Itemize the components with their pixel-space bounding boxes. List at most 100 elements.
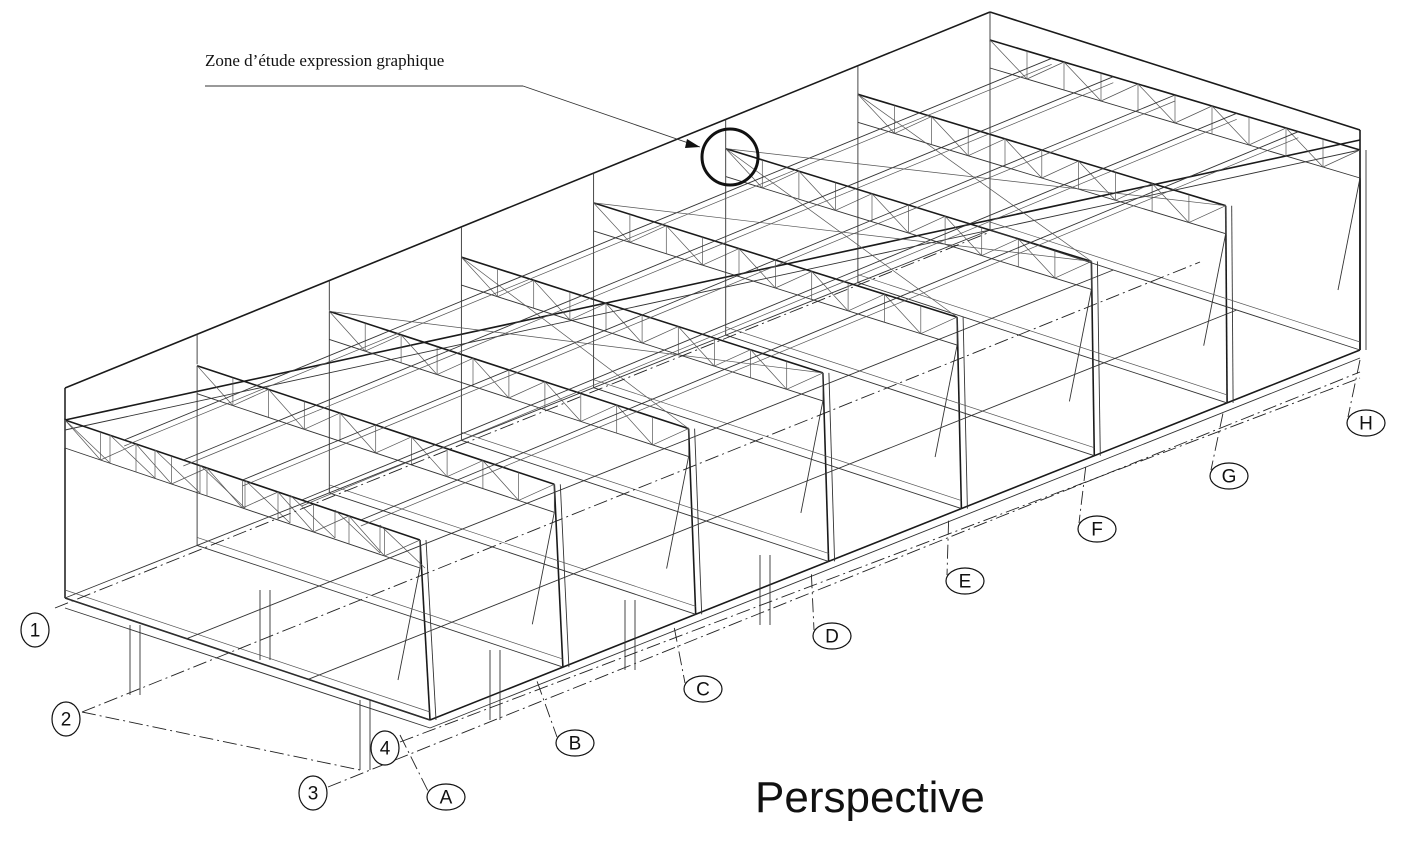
truss-diagonal — [518, 483, 555, 501]
study-zone-circle — [700, 127, 760, 187]
truss-diagonal — [593, 202, 631, 243]
roof-bracing — [725, 148, 958, 318]
grid-axis-3 — [327, 371, 1361, 788]
purlin — [969, 168, 1104, 225]
grid-label-E: E — [945, 567, 985, 595]
purlin-lower — [654, 173, 787, 229]
floor-cross-beam-edge — [725, 326, 1095, 449]
purlin-lower — [256, 336, 390, 392]
truss-diagonal — [968, 138, 1006, 157]
truss-diagonal — [1211, 105, 1250, 146]
truss-diagonal — [738, 248, 776, 289]
grid-label-B: B — [555, 729, 595, 757]
purlin-lower — [508, 320, 643, 377]
front-column-flange — [1231, 205, 1234, 403]
leader-arrowhead — [685, 139, 700, 148]
front-column-flange — [425, 539, 437, 721]
truss-diagonal — [1174, 105, 1213, 124]
truss-diagonal — [1078, 160, 1116, 201]
truss-diagonal — [533, 280, 571, 321]
purlin-lower — [1102, 118, 1237, 175]
truss-diagonal — [762, 170, 800, 189]
purlin — [654, 166, 787, 223]
grid-axis-cross — [81, 711, 361, 771]
purlin-lower — [581, 246, 715, 303]
front-column-flange — [694, 428, 703, 615]
front-column-flange — [962, 317, 968, 509]
truss-diagonal — [580, 404, 617, 422]
base-beam-front — [429, 349, 1361, 721]
truss-diagonal — [384, 539, 421, 557]
floor-cross-beam-edge — [857, 274, 1228, 396]
leader-line — [522, 85, 701, 148]
purlin-lower — [775, 210, 909, 267]
knee-brace — [1337, 177, 1361, 291]
grid-axis-2 — [81, 261, 1201, 713]
purlin-lower — [389, 282, 522, 338]
floor-cross-beam-edge — [64, 589, 431, 713]
truss-diagonal — [1026, 61, 1065, 80]
front-column — [822, 372, 830, 562]
truss-diagonal — [678, 326, 715, 367]
front-column — [419, 539, 431, 721]
purlin-lower — [835, 229, 970, 286]
front-eave-chord — [64, 139, 1361, 421]
floor-cross-beam — [64, 597, 431, 721]
purlin — [435, 389, 569, 446]
truss-diagonal — [1100, 83, 1139, 102]
knee-brace — [1203, 233, 1227, 346]
svg-text:F: F — [1091, 520, 1103, 541]
truss-diagonal — [508, 381, 546, 399]
truss-diagonal — [1063, 61, 1102, 102]
purlin — [702, 278, 837, 335]
truss-diagonal — [666, 225, 703, 266]
grid-axis-letter — [536, 681, 558, 738]
truss-diagonal — [1054, 261, 1092, 279]
purlin — [389, 275, 522, 332]
front-column-flange — [1096, 261, 1101, 456]
truss-diagonal — [461, 256, 498, 297]
grid-axis-letter — [946, 520, 950, 576]
truss-diagonal — [1322, 149, 1361, 168]
svg-text:C: C — [696, 680, 710, 701]
truss-diagonal — [1188, 205, 1226, 223]
floor-cross-beam — [857, 282, 1228, 404]
purlin — [980, 76, 1114, 132]
purlin-lower — [1164, 137, 1299, 194]
purlin — [256, 330, 390, 386]
svg-text:3: 3 — [308, 784, 319, 805]
purlin — [448, 295, 583, 351]
parapet-top-edge — [64, 11, 991, 389]
truss-diagonal — [702, 248, 740, 266]
grid-axis-1 — [54, 231, 991, 609]
end-truss-diagonal — [199, 464, 246, 509]
purlin — [316, 350, 450, 406]
purlin — [1041, 94, 1176, 151]
truss-diagonal — [798, 170, 836, 211]
truss-diagonal — [472, 358, 510, 399]
purlin — [494, 408, 629, 465]
truss-diagonal — [629, 225, 667, 243]
truss-diagonal — [313, 515, 350, 533]
truss-diagonal — [835, 193, 873, 211]
truss-diagonal — [857, 94, 895, 134]
knee-brace — [800, 400, 824, 513]
truss-diagonal — [232, 389, 269, 406]
knee-brace — [531, 512, 555, 625]
parapet-end-edge — [989, 11, 1361, 131]
truss-diagonal — [1004, 138, 1043, 179]
floor-cross-beam — [725, 334, 1095, 457]
truss-diagonal — [329, 311, 366, 352]
purlin — [508, 314, 643, 371]
truss-diagonal — [400, 334, 438, 375]
study-zone-annotation: Zone d’étude expression graphique — [205, 51, 760, 187]
purlin — [360, 464, 495, 521]
grid-axis-4 — [399, 377, 1361, 743]
truss-diagonal — [304, 412, 341, 430]
truss-diagonal — [847, 293, 885, 312]
study-zone-label: Zone d’étude expression graphique — [205, 51, 444, 70]
purlin-lower — [316, 356, 450, 412]
grid-label-A: A — [426, 783, 466, 811]
end-truss-diagonal — [109, 434, 156, 479]
base-beam-end-lower — [64, 607, 431, 729]
